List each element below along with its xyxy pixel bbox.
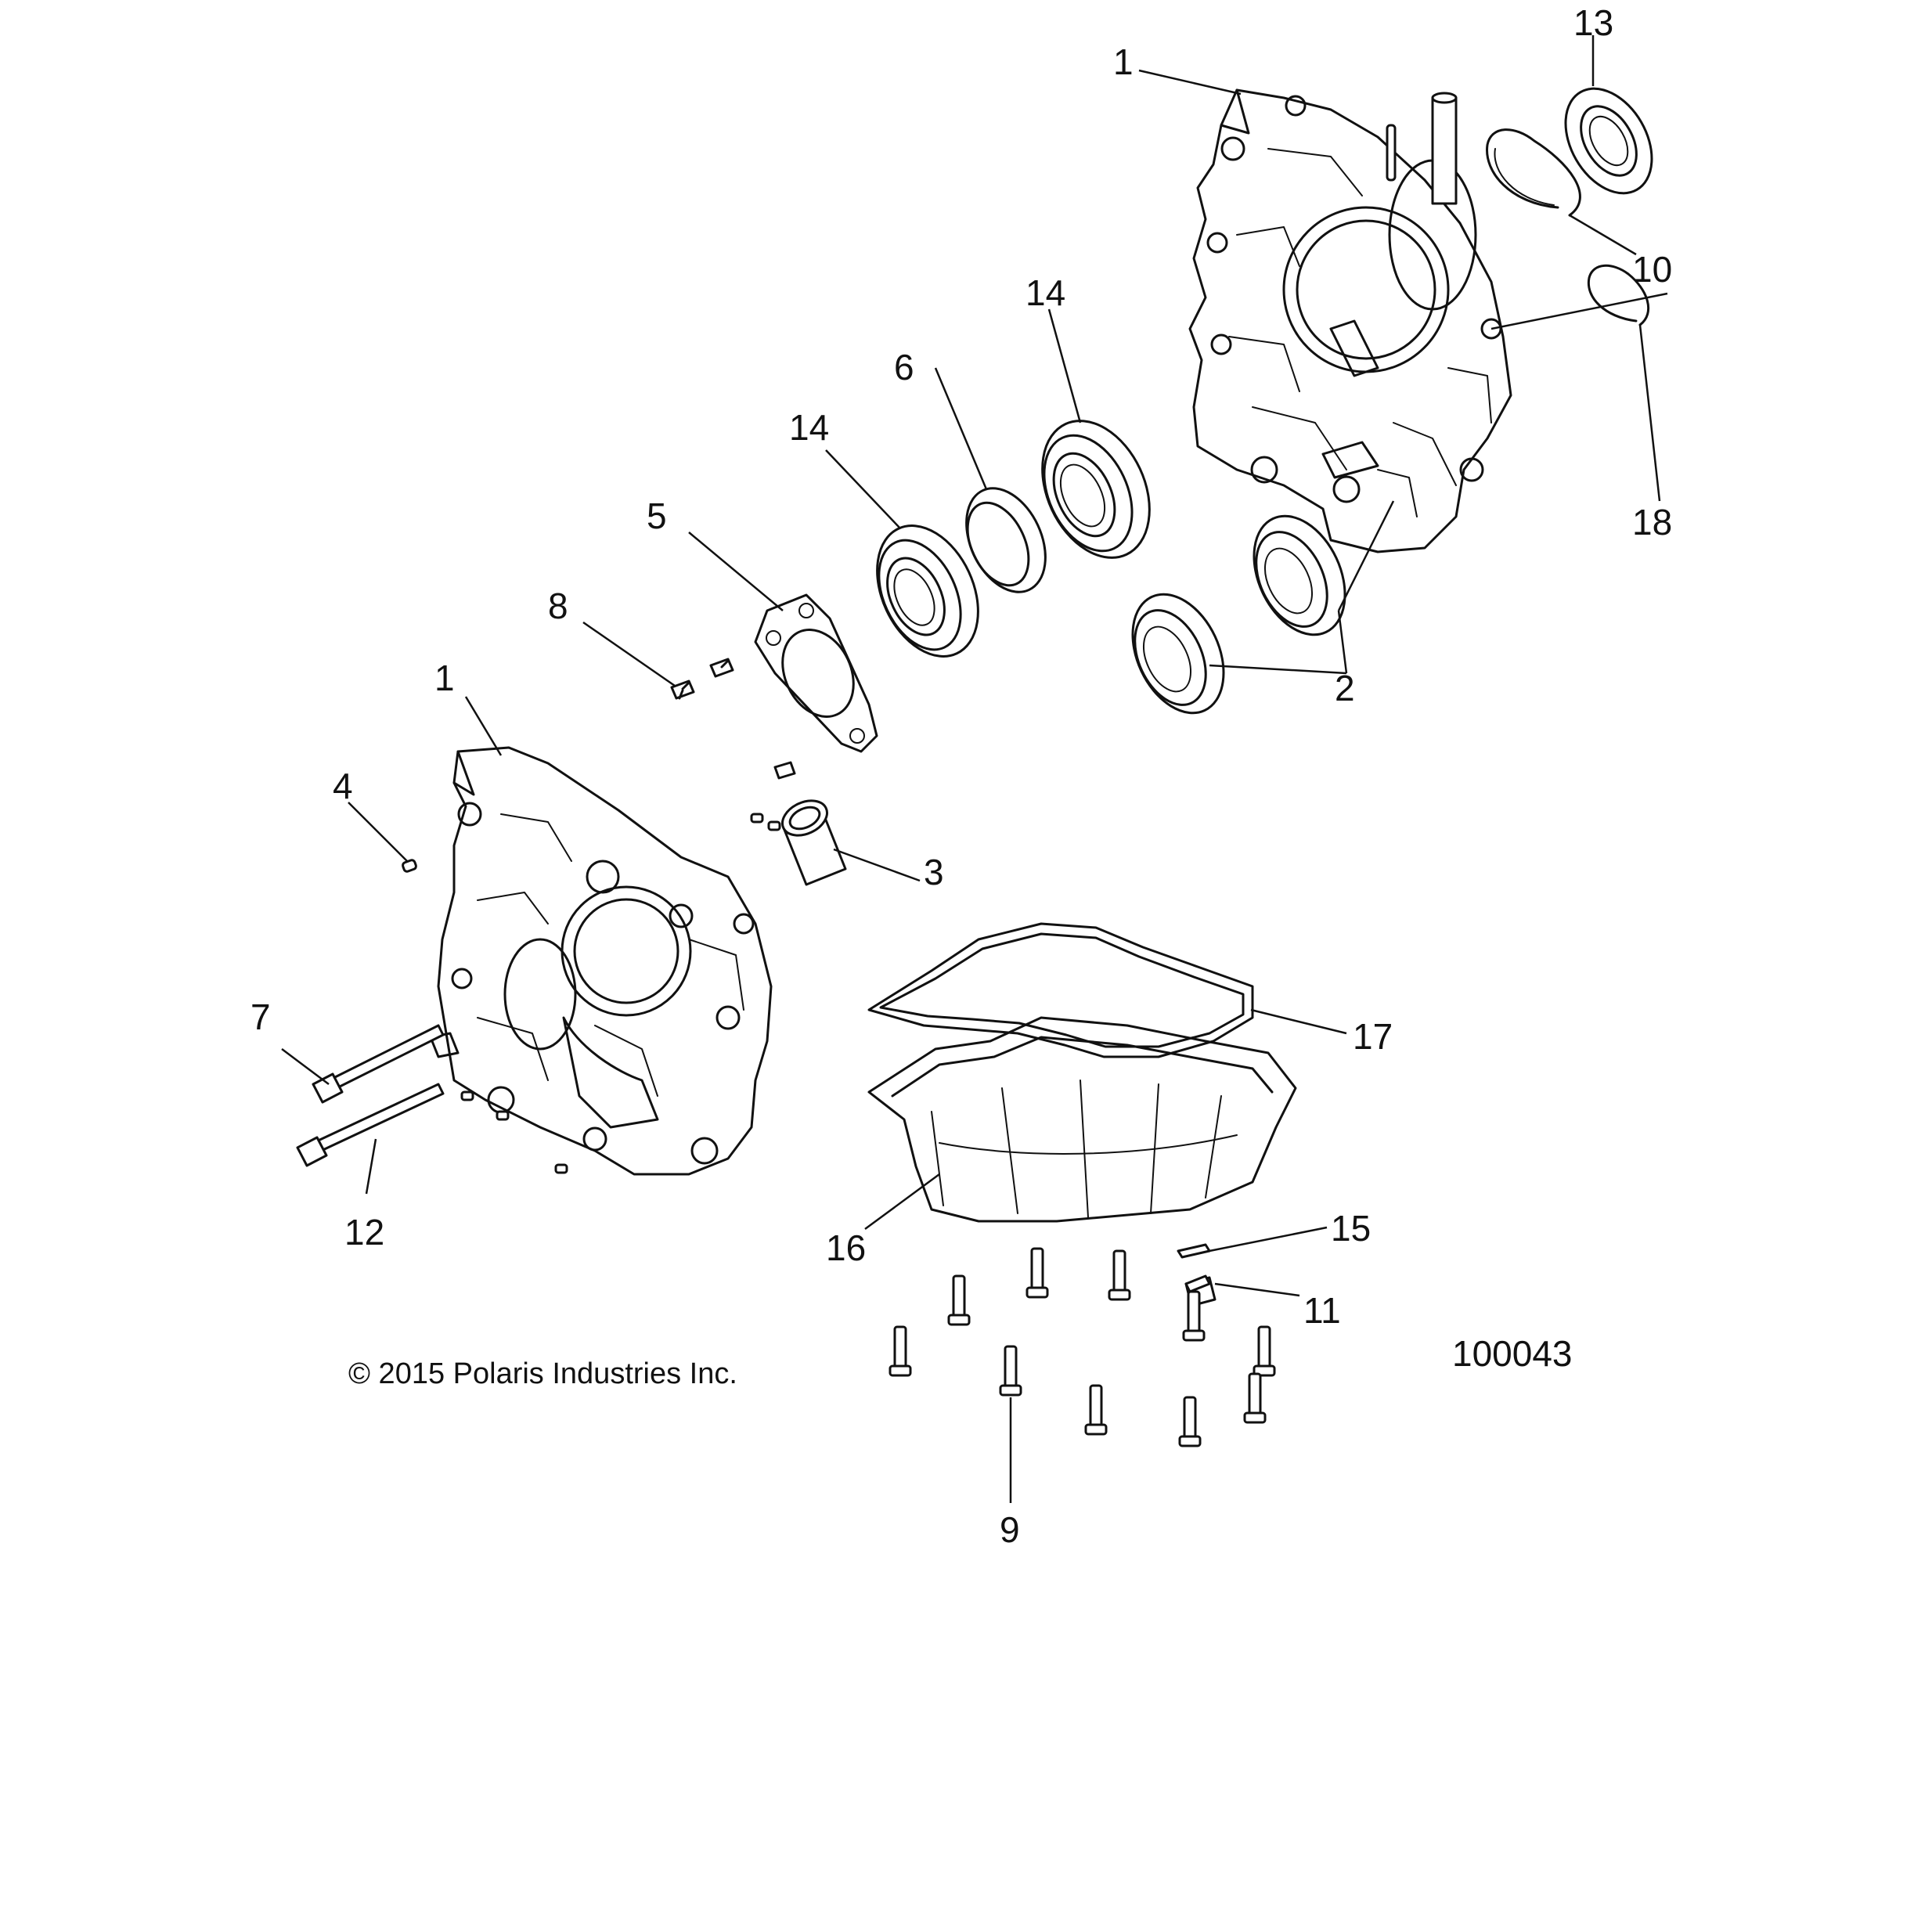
oil-pan (867, 1016, 1297, 1223)
bearing-race (965, 487, 1047, 593)
oil-pan-gasket (867, 922, 1254, 1058)
dowel-pin (402, 859, 417, 873)
oil-pan-bolts (889, 1247, 1276, 1447)
pan-bolt (1084, 1384, 1108, 1436)
pan-bolt (947, 1274, 971, 1326)
pan-bolt (1243, 1372, 1267, 1424)
callout-6: 6 (894, 347, 914, 387)
pan-bolt (1178, 1396, 1202, 1447)
callout-13: 13 (1573, 2, 1613, 43)
bolt-long (296, 1083, 445, 1167)
pan-bolt (1025, 1247, 1049, 1299)
callout-5: 5 (647, 496, 667, 536)
callout-4: 4 (333, 766, 353, 806)
bolt-short (312, 1024, 445, 1104)
bearing-lower-center (876, 524, 979, 658)
leader-lines (281, 35, 1668, 1503)
oil-seal (1564, 87, 1653, 195)
callout-3: 3 (924, 852, 944, 892)
callout-15: 15 (1331, 1208, 1371, 1249)
callout-8: 8 (548, 586, 568, 626)
crankcase-half-right (1188, 88, 1512, 553)
pan-bolt (889, 1325, 912, 1377)
callout-2: 2 (1335, 668, 1355, 708)
callout-14-lower: 14 (789, 407, 829, 448)
callout-1-lower: 1 (434, 658, 455, 698)
copyright-notice: © 2015 Polaris Industries Inc. (348, 1357, 737, 1390)
pan-bolt (1253, 1325, 1276, 1377)
small-dowels (460, 813, 781, 1174)
callout-11: 11 (1303, 1290, 1341, 1331)
callout-18: 18 (1632, 502, 1672, 542)
bushing (781, 799, 847, 886)
screw-pair (670, 658, 734, 700)
callout-10: 10 (1632, 249, 1672, 290)
snap-ring-large (1486, 128, 1581, 217)
drawing-number: 100043 (1452, 1333, 1573, 1374)
callout-labels: 1 13 10 14 6 14 5 8 1 18 2 4 3 7 17 12 1… (251, 2, 1672, 1550)
callout-1-upper: 1 (1113, 41, 1134, 82)
dowel-pin-upper (1386, 124, 1397, 182)
gasket-plate (754, 593, 878, 753)
crankcase-half-left (429, 746, 773, 1176)
callout-9: 9 (1000, 1509, 1020, 1550)
callout-16: 16 (826, 1227, 866, 1268)
callout-12: 12 (344, 1212, 384, 1253)
pan-bolt (999, 1345, 1022, 1397)
callout-7: 7 (251, 997, 271, 1037)
bearing-upper-center (1041, 420, 1151, 559)
pan-bolt (1182, 1290, 1206, 1342)
callout-14-upper: 14 (1025, 272, 1065, 313)
pan-bolt (1108, 1249, 1131, 1301)
drain-washer (1177, 1243, 1211, 1259)
bearing-crank-lower (1131, 593, 1225, 715)
callout-17: 17 (1353, 1016, 1393, 1057)
screw-single (773, 761, 796, 780)
bearing-crank-upper (1253, 514, 1346, 636)
sleeve-upper (1431, 92, 1458, 205)
